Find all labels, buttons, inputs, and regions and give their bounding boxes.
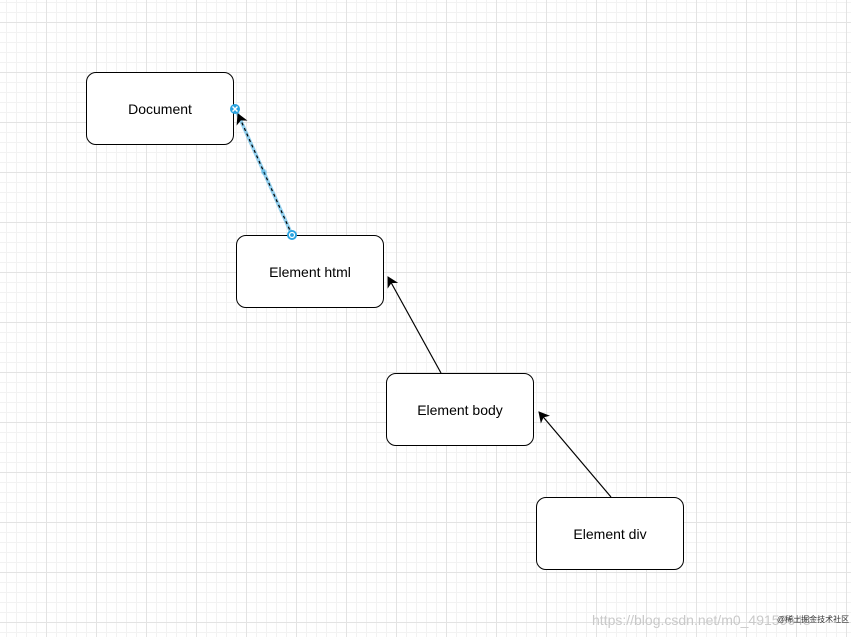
node-document-label: Document (128, 100, 192, 117)
source-handle-ring-icon (288, 231, 296, 239)
edge-div-to-body[interactable] (538, 411, 612, 498)
target-handle-x-icon (231, 105, 239, 113)
edge-body-to-html[interactable] (387, 276, 442, 374)
edge-html-to-document[interactable] (230, 104, 297, 240)
node-element-body-label: Element body (417, 401, 503, 418)
edge-source-handle[interactable] (287, 230, 297, 240)
node-element-html-label: Element html (269, 263, 351, 280)
watermark-url: https://blog.csdn.net/m0_49159648 (592, 612, 811, 628)
node-element-html[interactable]: Element html (236, 235, 384, 308)
edge-line (236, 113, 293, 236)
node-element-body[interactable]: Element body (386, 373, 534, 446)
watermark-badge: @稀土掘金技术社区 (777, 615, 850, 624)
node-document[interactable]: Document (86, 72, 234, 145)
node-element-div-label: Element div (573, 525, 647, 542)
edge-midpoint-handle[interactable] (261, 169, 267, 175)
node-element-div[interactable]: Element div (536, 497, 684, 570)
